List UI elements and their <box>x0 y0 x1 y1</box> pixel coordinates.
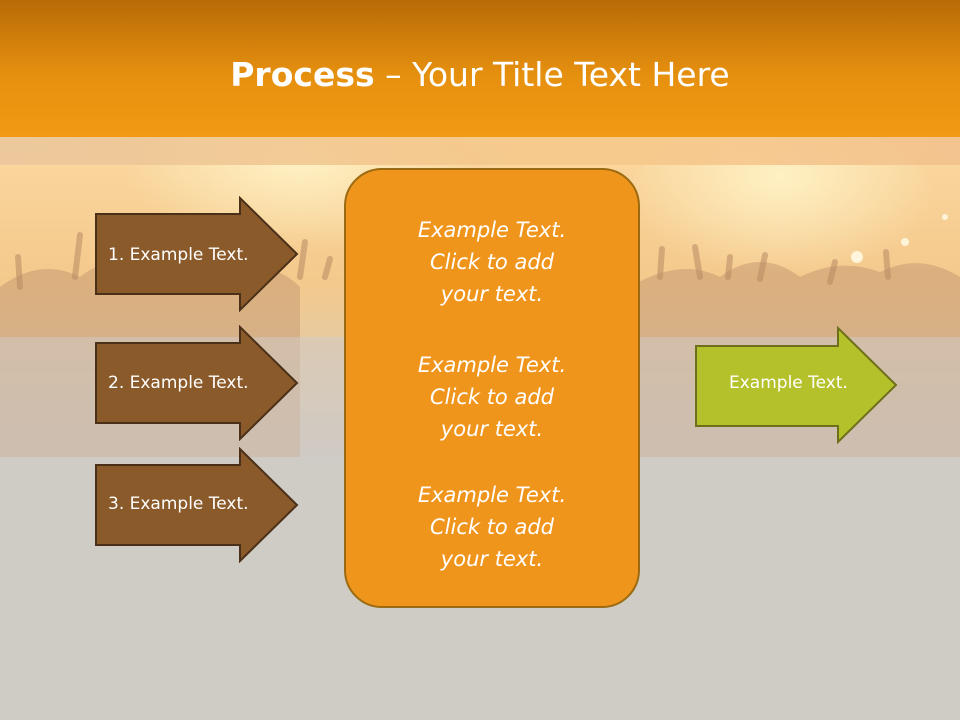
step-label-1: 1. Example Text. <box>108 245 249 265</box>
paragraph-line: Click to add <box>429 385 554 409</box>
paragraph-line: your text. <box>440 547 544 571</box>
step-arrow-3 <box>95 447 299 563</box>
paragraph-line: your text. <box>440 282 544 306</box>
title-bar <box>0 0 960 137</box>
step-arrow-1 <box>95 196 299 312</box>
step-label-2: 2. Example Text. <box>108 373 249 393</box>
paragraph-line: Example Text. <box>417 218 567 242</box>
paragraph-line: Example Text. <box>417 483 567 507</box>
header-glow-band <box>0 137 960 165</box>
paragraph-line: Example Text. <box>417 353 567 377</box>
center-paragraph-2: Example Text. Click to add your text. <box>346 349 638 445</box>
center-paragraph-1: Example Text. Click to add your text. <box>346 214 638 310</box>
paragraph-line: Click to add <box>429 250 554 274</box>
paragraph-line: Click to add <box>429 515 554 539</box>
center-paragraph-3: Example Text. Click to add your text. <box>346 479 638 575</box>
result-arrow <box>695 326 898 444</box>
slide-title: Process – Your Title Text Here <box>0 53 960 97</box>
title-rest: – Your Title Text Here <box>374 55 730 94</box>
center-text-box: Example Text. Click to add your text. Ex… <box>344 168 640 608</box>
step-label-3: 3. Example Text. <box>108 494 249 514</box>
title-bold: Process <box>230 55 375 94</box>
step-arrow-2 <box>95 325 299 441</box>
result-label: Example Text. <box>729 373 848 393</box>
paragraph-line: your text. <box>440 417 544 441</box>
